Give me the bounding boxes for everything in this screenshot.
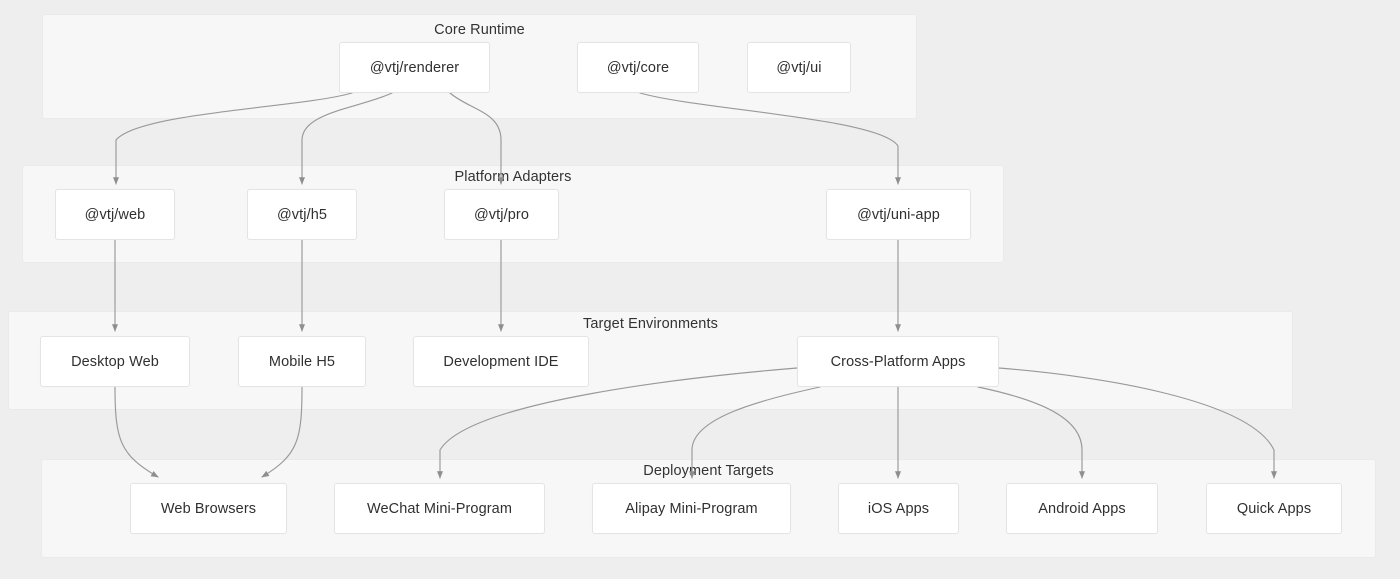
cluster-label-core-runtime: Core Runtime [434,22,525,38]
node-vtj-uni-app[interactable]: @vtj/uni-app [826,189,971,240]
node-label: Quick Apps [1236,500,1312,517]
node-label: Android Apps [1038,500,1126,517]
node-android-apps[interactable]: Android Apps [1006,483,1158,534]
node-label: Mobile H5 [268,353,336,370]
node-label: WeChat Mini-Program [366,500,513,517]
node-alipay-mini-program[interactable]: Alipay Mini-Program [592,483,791,534]
node-label: @vtj/web [84,206,146,223]
node-label: Web Browsers [160,500,257,517]
node-wechat-mini-program[interactable]: WeChat Mini-Program [334,483,545,534]
node-label: iOS Apps [867,500,930,517]
node-label: @vtj/h5 [276,206,328,223]
cluster-label-platform-adapters: Platform Adapters [454,169,572,185]
node-label: Cross-Platform Apps [830,353,966,370]
node-label: @vtj/uni-app [857,206,940,223]
cluster-label-deployment-targets: Deployment Targets [643,463,774,479]
node-label: @vtj/core [606,59,670,76]
node-desktop-web[interactable]: Desktop Web [40,336,190,387]
node-development-ide[interactable]: Development IDE [413,336,589,387]
cluster-label-target-environments: Target Environments [583,316,718,332]
node-vtj-ui[interactable]: @vtj/ui [747,42,851,93]
node-vtj-renderer[interactable]: @vtj/renderer [339,42,490,93]
node-label: Desktop Web [71,353,159,370]
node-quick-apps[interactable]: Quick Apps [1206,483,1342,534]
node-vtj-h5[interactable]: @vtj/h5 [247,189,357,240]
node-label: Development IDE [443,353,559,370]
node-label: @vtj/ui [776,59,822,76]
node-vtj-web[interactable]: @vtj/web [55,189,175,240]
node-web-browsers[interactable]: Web Browsers [130,483,287,534]
node-label: Alipay Mini-Program [625,500,758,517]
node-vtj-pro[interactable]: @vtj/pro [444,189,559,240]
node-vtj-core[interactable]: @vtj/core [577,42,699,93]
node-ios-apps[interactable]: iOS Apps [838,483,959,534]
node-cross-platform-apps[interactable]: Cross-Platform Apps [797,336,999,387]
node-label: @vtj/pro [473,206,529,223]
node-mobile-h5[interactable]: Mobile H5 [238,336,366,387]
node-label: @vtj/renderer [369,59,460,76]
